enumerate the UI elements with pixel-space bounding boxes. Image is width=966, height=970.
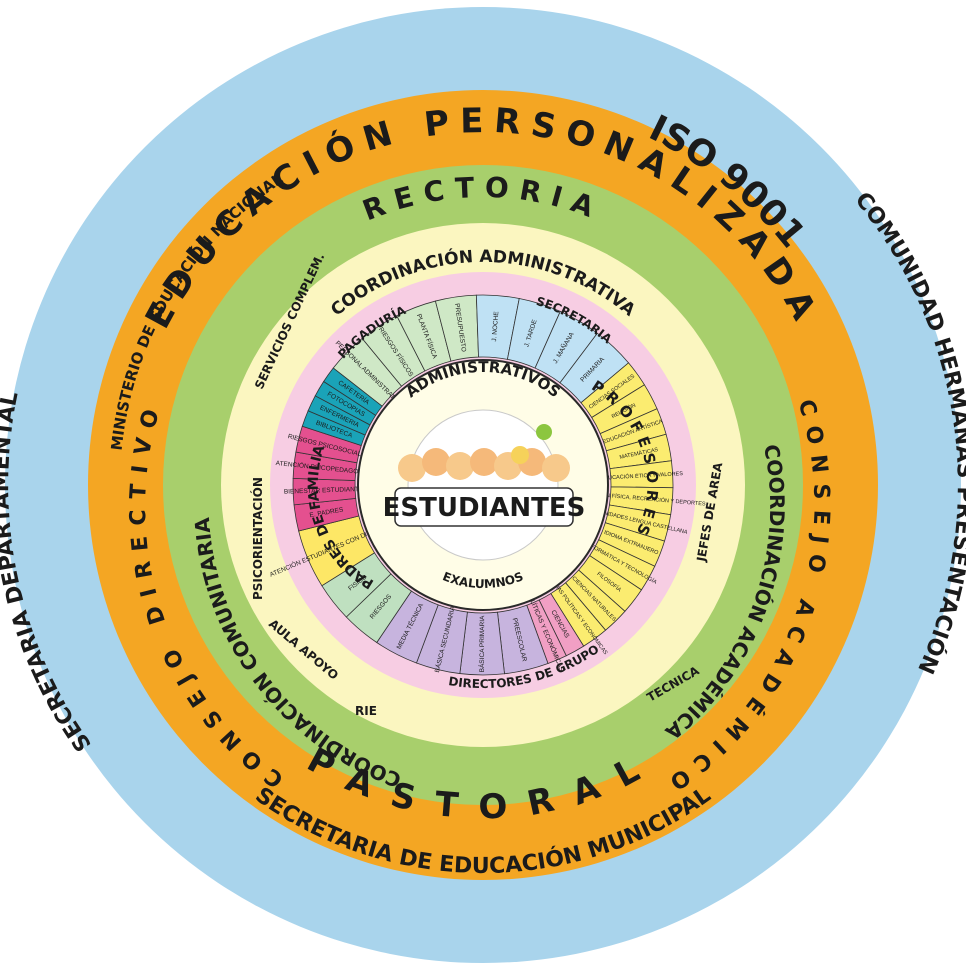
segment-label-psico: BIENESTAR ESTUDIANTIL: [284, 486, 365, 496]
children-illustration: [398, 424, 570, 482]
segment-label-secretaria: J. NOCHE: [491, 310, 500, 341]
segment-servicios: [323, 367, 383, 416]
center-circle: [407, 409, 559, 561]
segment-label-directores: BÁSICA PRIMARIA: [477, 615, 486, 672]
inner-bottom-label: EXALUMNOS: [441, 569, 526, 591]
center-label: ESTUDIANTES: [383, 493, 586, 523]
pink-psico-label: PSICORIENTACIÓN: [250, 477, 265, 600]
pink-rie-label: RIE: [355, 704, 377, 718]
center-label-box: [394, 487, 574, 527]
segment-label-jefes: EDUCACIÓN ÉTICA Y VALORES: [600, 470, 683, 482]
